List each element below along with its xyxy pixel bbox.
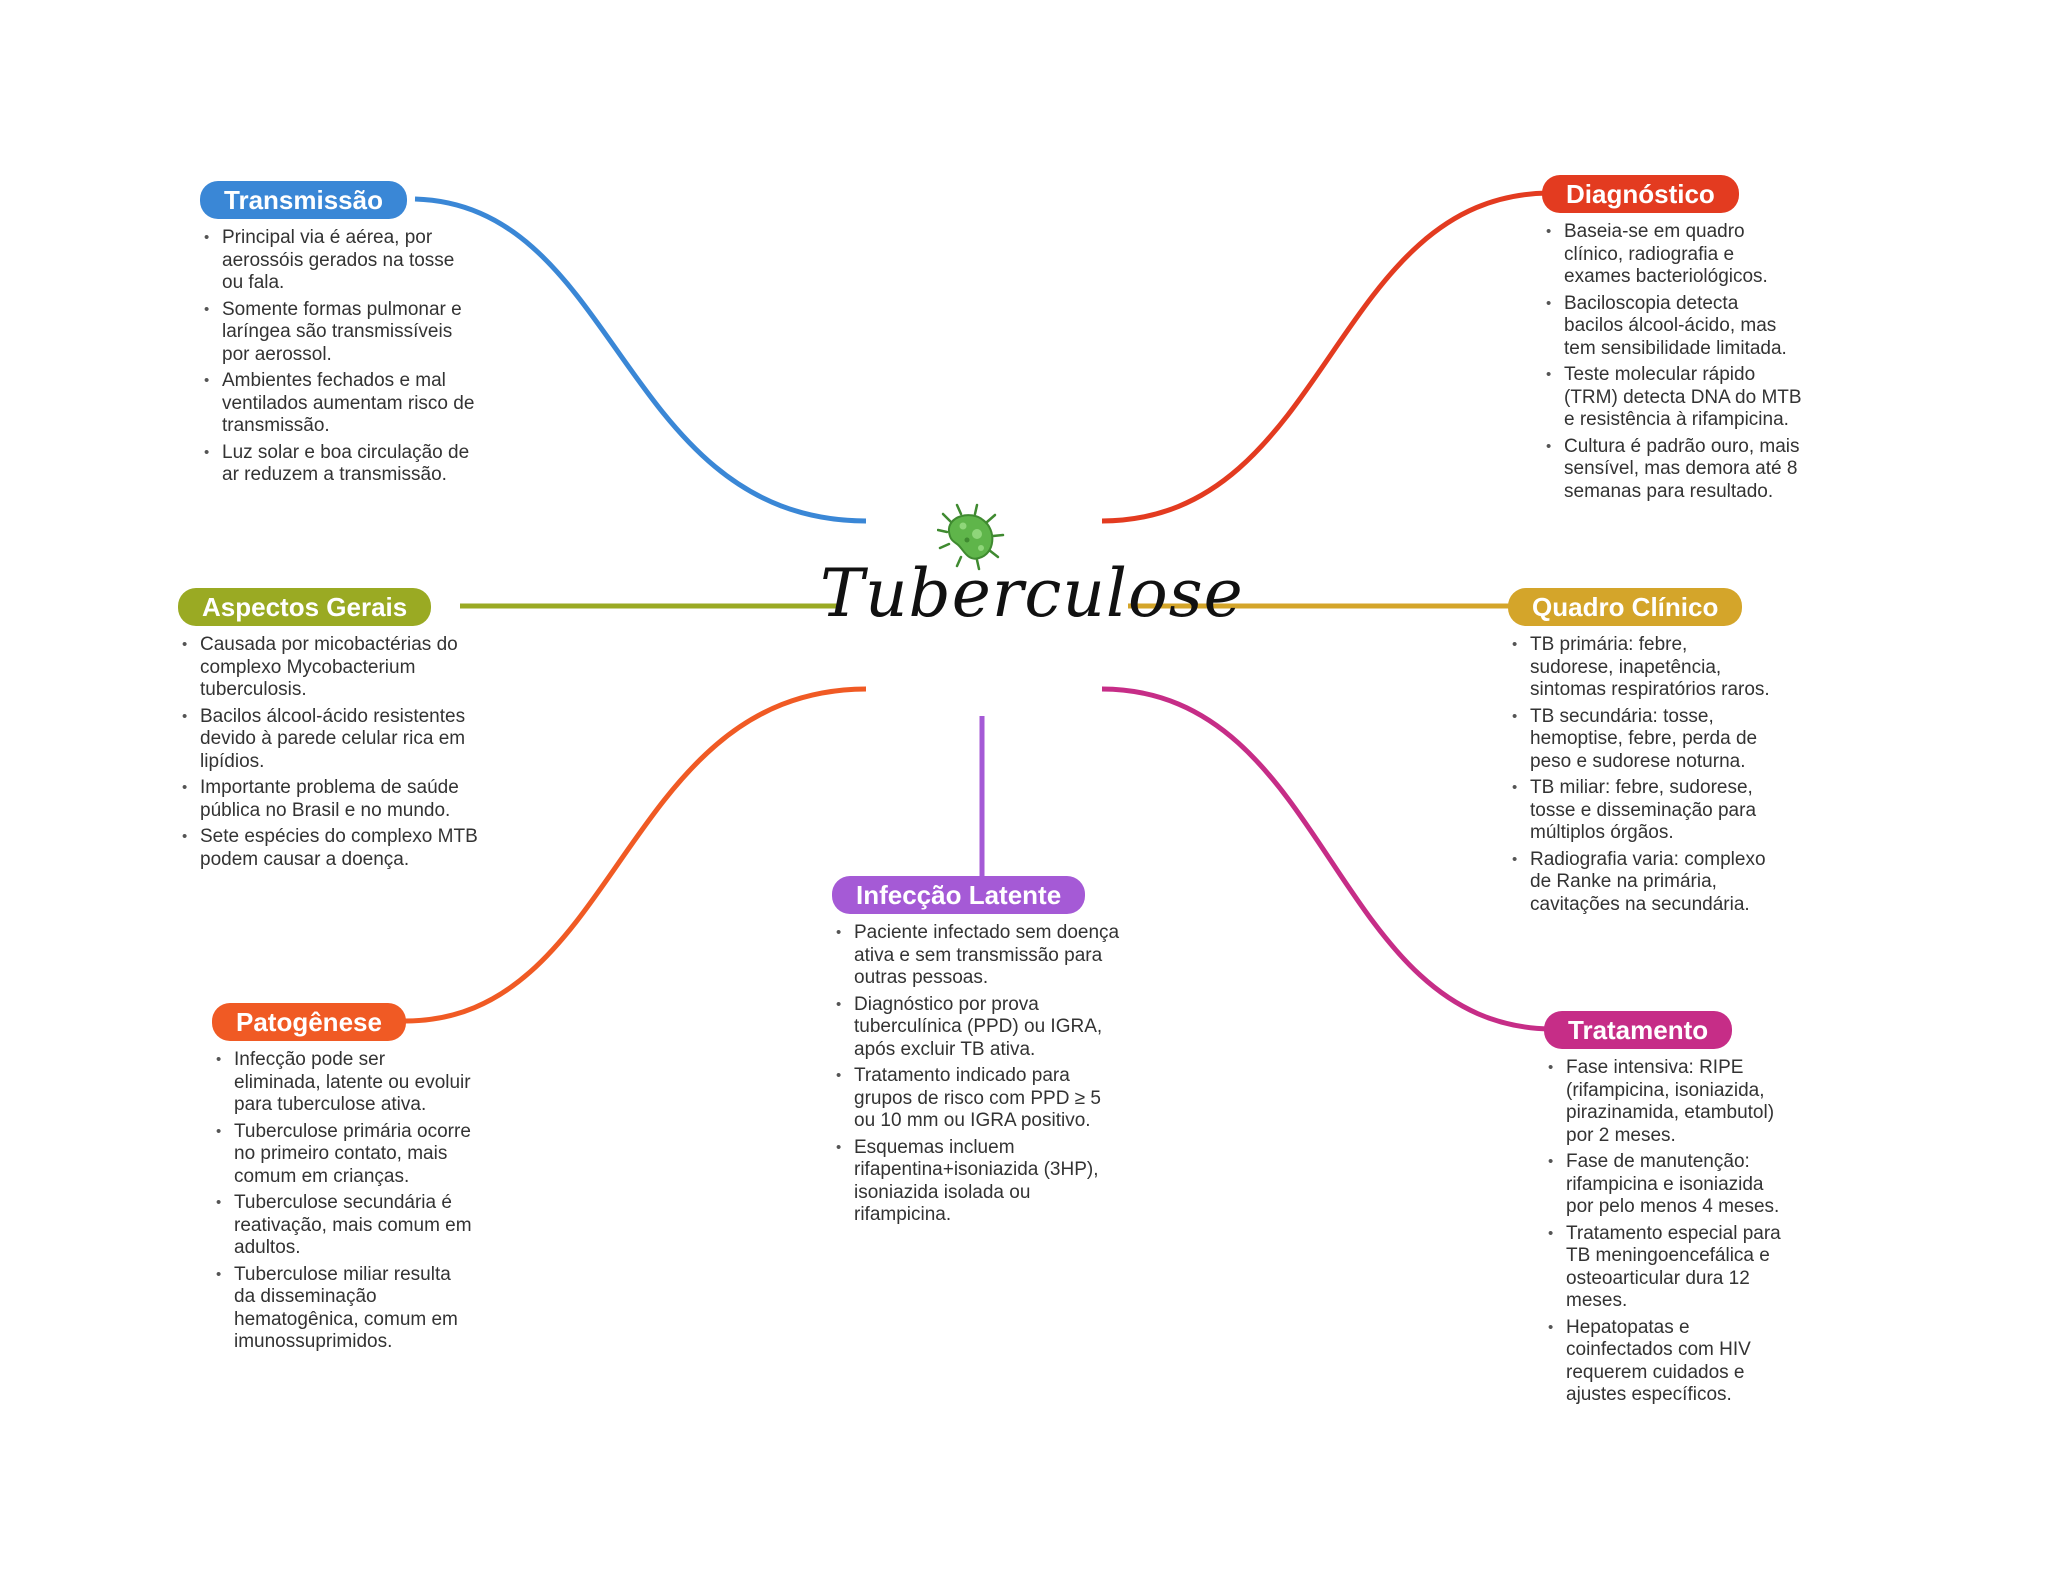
list-item: Principal via é aérea, por aerossóis ger… [204,227,480,295]
branch-items: Infecção pode ser eliminada, latente ou … [212,1049,472,1354]
list-item: Tratamento indicado para grupos de risco… [836,1065,1122,1133]
list-item: Importante problema de saúde pública no … [182,777,488,822]
branch-items: TB primária: febre, sudorese, inapetênci… [1508,634,1773,916]
list-item: Tratamento especial para TB meningoencef… [1548,1223,1784,1313]
list-item: Baciloscopia detecta bacilos álcool-ácid… [1546,293,1802,361]
connector-transmissao [414,196,867,524]
connector-tratamento [1101,686,1551,1032]
list-item: Tuberculose primária ocorre no primeiro … [216,1121,472,1189]
list-item: Radiografia varia: complexo de Ranke na … [1512,849,1773,917]
branch-items: Fase intensiva: RIPE (rifampicina, isoni… [1544,1057,1784,1407]
branch-quadro-clinico: Quadro Clínico TB primária: febre, sudor… [1508,588,1773,920]
branch-title[interactable]: Tratamento [1544,1011,1733,1049]
microbe-icon [937,503,1005,571]
list-item: Baseia-se em quadro clínico, radiografia… [1546,221,1802,289]
list-item: Hepatopatas e coinfectados com HIV reque… [1548,1317,1784,1407]
connector-diagnostico [1101,190,1549,524]
list-item: Somente formas pulmonar e laríngea são t… [204,299,480,367]
branch-diagnostico: Diagnóstico Baseia-se em quadro clínico,… [1542,175,1802,507]
branch-items: Paciente infectado sem doença ativa e se… [832,922,1122,1227]
list-item: TB miliar: febre, sudorese, tosse e diss… [1512,777,1773,845]
list-item: Esquemas incluem rifapentina+isoniazida … [836,1137,1122,1227]
list-item: Cultura é padrão ouro, mais sensível, ma… [1546,436,1802,504]
branch-patogenese: Patogênese Infecção pode ser eliminada, … [212,1003,472,1358]
branch-title[interactable]: Patogênese [212,1003,406,1041]
list-item: Bacilos álcool-ácido resistentes devido … [182,706,488,774]
branch-items: Baseia-se em quadro clínico, radiografia… [1542,221,1802,503]
list-item: TB secundária: tosse, hemoptise, febre, … [1512,706,1773,774]
branch-tratamento: Tratamento Fase intensiva: RIPE (rifampi… [1544,1011,1784,1411]
list-item: Sete espécies do complexo MTB podem caus… [182,826,488,871]
branch-title[interactable]: Infecção Latente [832,876,1086,914]
connector-patogenese [404,686,867,1024]
branch-infeccao-latente: Infecção Latente Paciente infectado sem … [832,876,1122,1231]
list-item: TB primária: febre, sudorese, inapetênci… [1512,634,1773,702]
list-item: Paciente infectado sem doença ativa e se… [836,922,1122,990]
list-item: Diagnóstico por prova tuberculínica (PPD… [836,994,1122,1062]
branch-title[interactable]: Aspectos Gerais [178,588,432,626]
branch-aspectos-gerais: Aspectos Gerais Causada por micobactéria… [178,588,488,875]
list-item: Fase de manutenção: rifampicina e isonia… [1548,1151,1784,1219]
list-item: Luz solar e boa circulação de ar reduzem… [204,442,480,487]
list-item: Ambientes fechados e mal ventilados aume… [204,370,480,438]
central-topic: Tuberculose [820,555,1244,632]
list-item: Fase intensiva: RIPE (rifampicina, isoni… [1548,1057,1784,1147]
list-item: Tuberculose secundária é reativação, mai… [216,1192,472,1260]
list-item: Infecção pode ser eliminada, latente ou … [216,1049,472,1117]
branch-title[interactable]: Diagnóstico [1542,175,1739,213]
branch-items: Principal via é aérea, por aerossóis ger… [200,227,480,487]
list-item: Tuberculose miliar resulta da disseminaç… [216,1264,472,1354]
list-item: Causada por micobactérias do complexo My… [182,634,488,702]
branch-title[interactable]: Quadro Clínico [1508,588,1743,626]
list-item: Teste molecular rápido (TRM) detecta DNA… [1546,364,1802,432]
branch-items: Causada por micobactérias do complexo My… [178,634,488,871]
branch-transmissao: Transmissão Principal via é aérea, por a… [200,181,480,491]
branch-title[interactable]: Transmissão [200,181,407,219]
